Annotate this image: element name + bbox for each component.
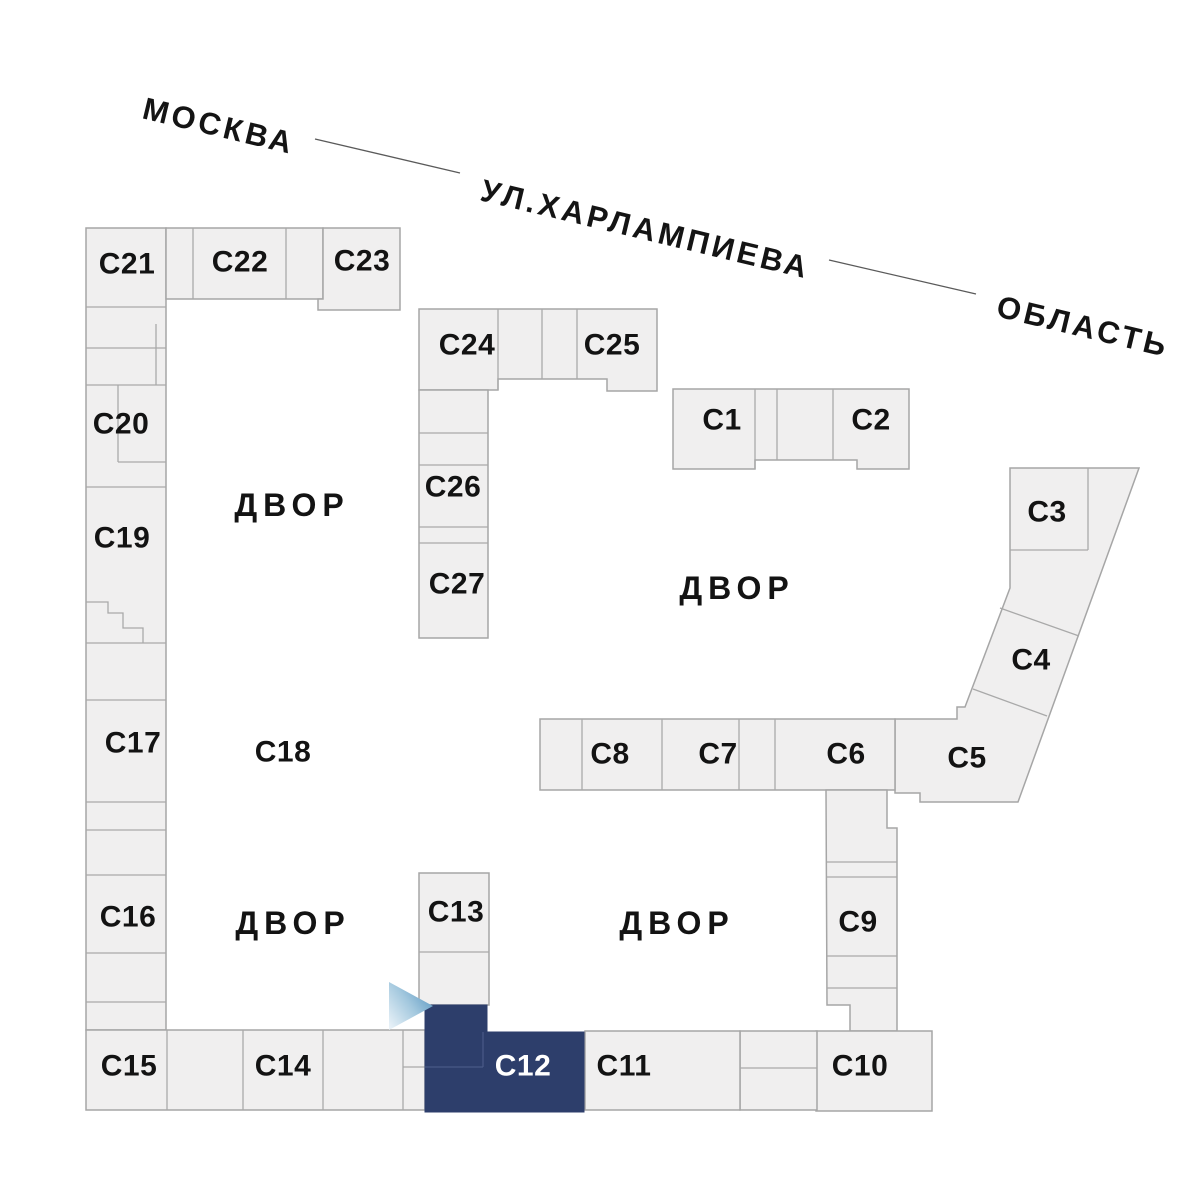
building-label-c23: С23 (334, 245, 391, 278)
north-row-block-c22[interactable] (165, 227, 324, 300)
street-line-right (828, 259, 977, 295)
building-label-c1: С1 (702, 404, 741, 437)
east-strip-block-c3-c4-c5[interactable] (894, 467, 1141, 803)
street-city-label: МОСКВА (139, 91, 298, 161)
building-label-c20: С20 (93, 408, 150, 441)
building-label-c9: С9 (838, 906, 877, 939)
c1-c2-row-block[interactable] (672, 388, 910, 470)
building-c23-block[interactable] (317, 227, 401, 311)
courtyard-label-sw: ДВОР (235, 905, 350, 941)
building-label-c19: С19 (94, 522, 151, 555)
building-label-c26: С26 (425, 471, 482, 504)
street-line-left (314, 138, 461, 174)
building-label-c27: С27 (429, 568, 486, 601)
left-column-block-c21-c20-c19-c17-c16[interactable] (85, 227, 167, 1031)
building-label-c6: С6 (826, 738, 865, 771)
building-label-c15: С15 (101, 1050, 158, 1083)
building-section-dividers (86, 228, 1089, 1110)
building-label-c2: С2 (851, 404, 890, 437)
building-label-c16: С16 (100, 901, 157, 934)
building-label-c22: С22 (212, 246, 269, 279)
building-label-c11: С11 (597, 1050, 652, 1083)
courtyard-label-nw: ДВОР (234, 487, 349, 523)
building-c12-selected[interactable] (424, 1004, 585, 1113)
building-label-c7: С7 (698, 738, 737, 771)
courtyard-label-se: ДВОР (619, 905, 734, 941)
building-label-c25: С25 (584, 329, 641, 362)
street-name-label: УЛ.ХАРЛАМПИЕВА (477, 173, 814, 286)
courtyard-label-ne: ДВОР (679, 570, 794, 606)
selection-arrow-icon (389, 982, 433, 1030)
street-region-label: ОБЛАСТЬ (993, 289, 1173, 364)
building-label-c8: С8 (590, 738, 629, 771)
building-label-c14: С14 (255, 1050, 312, 1083)
building-label-c12: С12 (495, 1050, 552, 1083)
c8-c7-c6-row-block[interactable] (539, 718, 896, 791)
building-label-c17: С17 (105, 727, 162, 760)
building-label-c18: С18 (255, 736, 312, 769)
building-label-c13: С13 (428, 896, 485, 929)
c13-strip-block[interactable] (418, 872, 490, 1006)
building-c11-block[interactable] (584, 1030, 741, 1111)
building-label-c3: С3 (1027, 496, 1066, 529)
building-label-c24: С24 (439, 329, 496, 362)
building-label-c5: С5 (947, 742, 986, 775)
c26-c27-strip-block[interactable] (418, 389, 489, 639)
c11-c10-gap-block[interactable] (739, 1030, 818, 1111)
building-label-c21: С21 (99, 248, 156, 281)
building-label-c10: С10 (832, 1050, 889, 1083)
building-c12-inner-divider (425, 1032, 484, 1068)
building-label-c4: С4 (1011, 644, 1050, 677)
